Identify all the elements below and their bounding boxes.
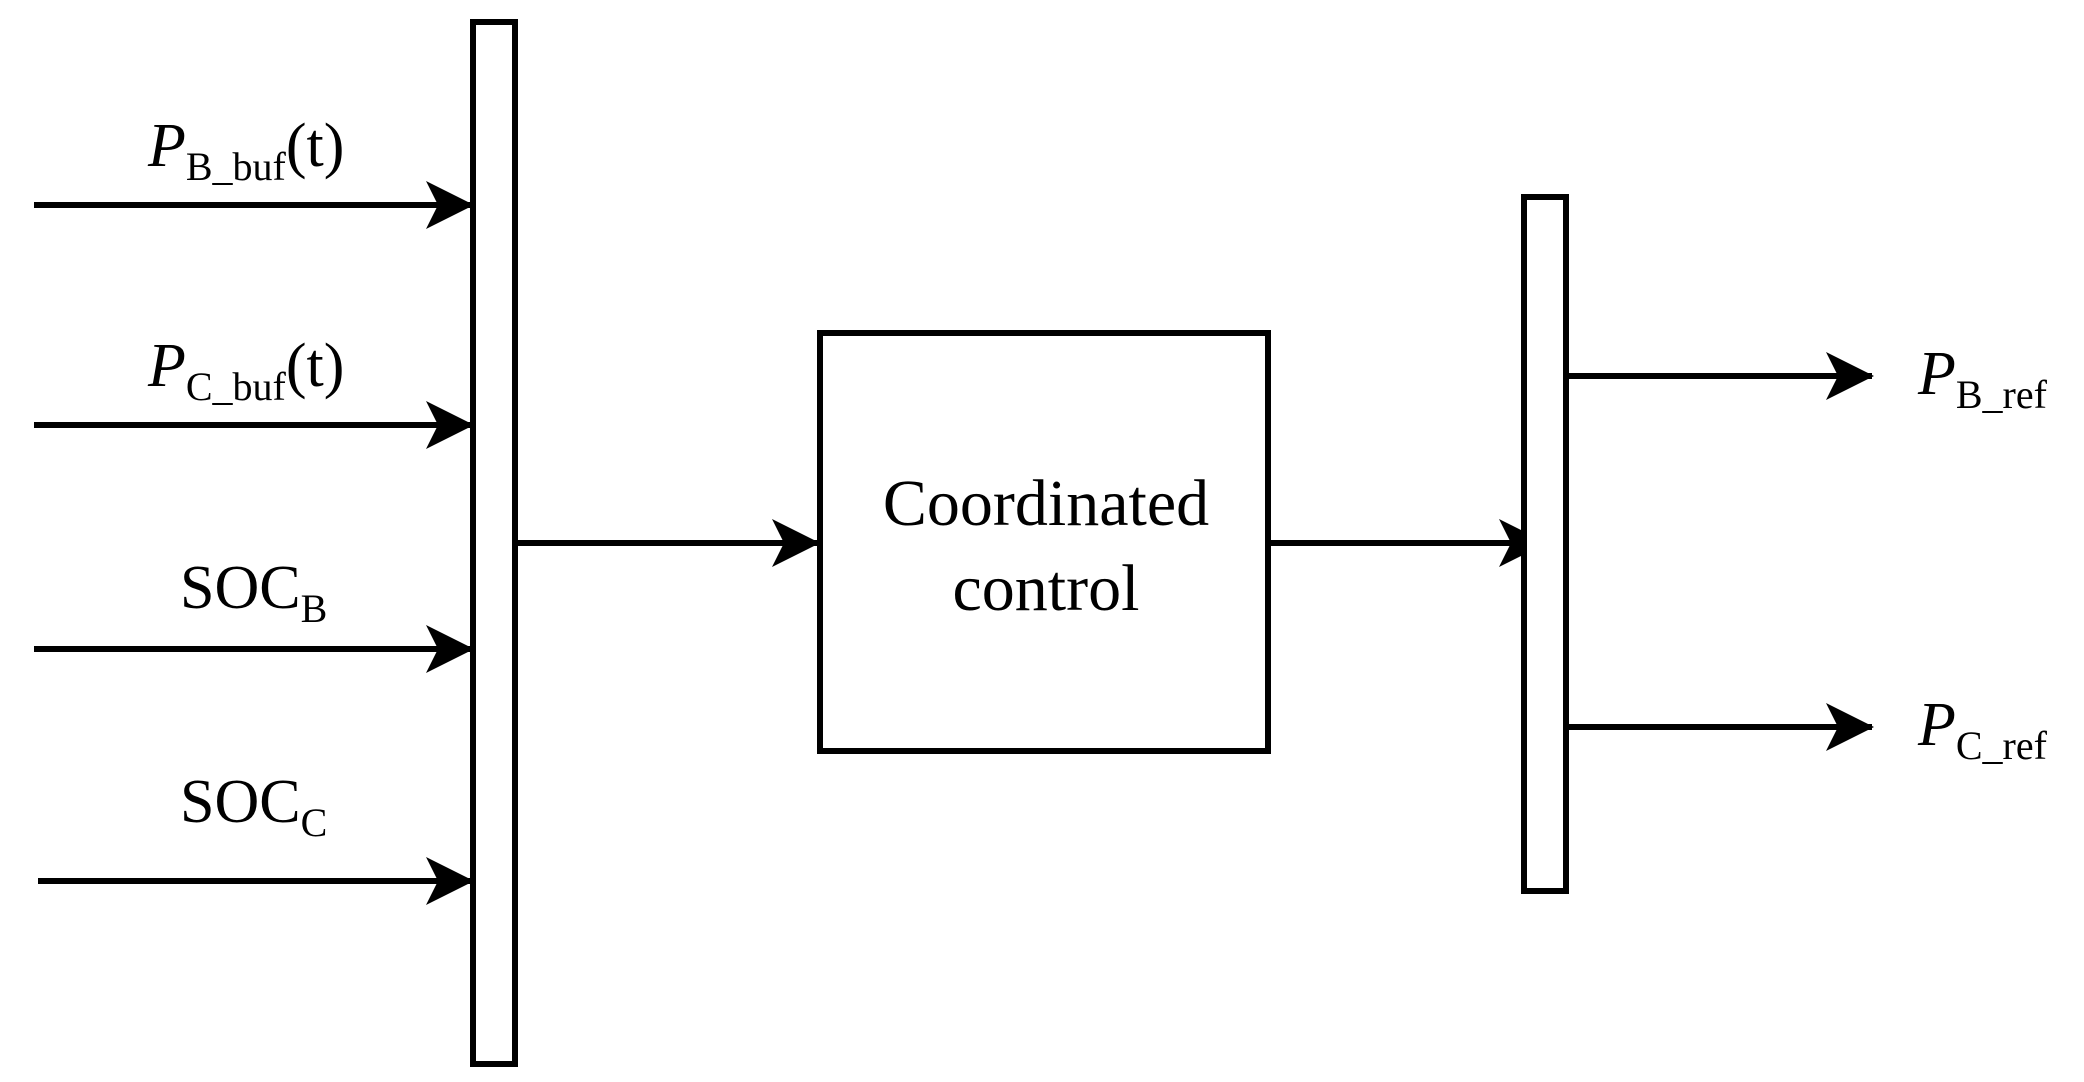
label-soc-b: SOCB [180,554,327,631]
coordinated-control-block [817,330,1271,754]
label-p-c-buf: PC_buf(t) [147,332,344,409]
label-p-c-ref: PC_ref [1917,691,2048,768]
controller-label-line2: control [953,552,1140,625]
input-mux-bar [470,19,518,1067]
output-demux-bar [1521,194,1569,894]
controller-label-line1: Coordinated [883,467,1209,540]
label-p-b-ref: PB_ref [1917,340,2048,417]
label-p-b-buf-suffix: (t) [286,112,345,180]
label-p-b-buf: PB_buf(t) [147,112,344,189]
label-soc-c: SOCC [180,768,327,845]
